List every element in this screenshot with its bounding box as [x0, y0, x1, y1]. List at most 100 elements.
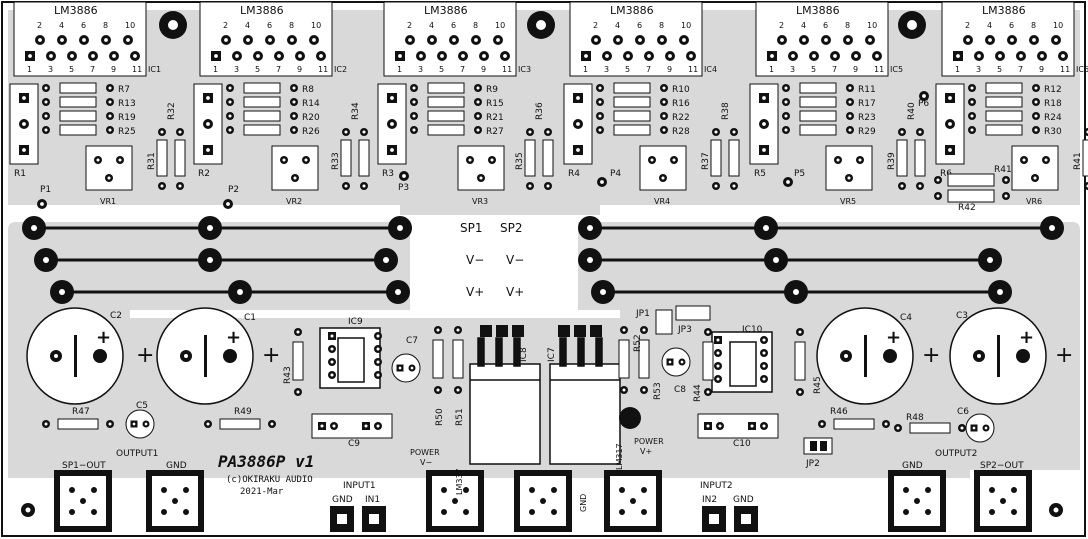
label-r53: R53: [653, 382, 663, 400]
terminal-connector-5: [604, 470, 662, 532]
rail-pad-hole: [793, 289, 799, 295]
lm3886-chip-label: LM3886: [610, 4, 654, 17]
terminal-pin: [619, 509, 625, 515]
rail-label-vminus-left: V−: [466, 253, 484, 267]
lm3886-pin-pad-hole: [235, 54, 239, 58]
vertical-resistor-label: R31: [147, 152, 157, 170]
resistor-body: [799, 96, 837, 108]
resistor-body-vertical: [702, 341, 714, 381]
resistor-pad-hole: [848, 128, 852, 132]
lm3886-pin-pad-hole: [268, 38, 272, 42]
c1-polarity: +: [226, 327, 241, 348]
vertical-resistor-body: [174, 139, 186, 177]
lm3886-pin-pad-hole: [277, 54, 281, 58]
trimmer-label-r3: R3: [382, 169, 394, 179]
label-ic8: IC8: [519, 347, 529, 362]
resistor-pad-hole: [784, 114, 788, 118]
lm3886-pin-label: 3: [604, 65, 609, 74]
lm3886-pin-pad-hole: [104, 38, 108, 42]
rail-pad-hole: [1049, 225, 1055, 231]
lm3886-pin-pad-hole: [398, 54, 402, 58]
terminal-pin: [1000, 498, 1006, 504]
lm3886-pin-pad-hole: [780, 38, 784, 42]
lm3886-pin-pad-hole: [126, 38, 130, 42]
lm3886-pin-label: 3: [976, 65, 981, 74]
lm3886-pin-label: 5: [255, 65, 260, 74]
resistor-pad-hole: [44, 422, 48, 426]
small-capacitor-body: [125, 409, 155, 439]
lm3886-pin-pad-hole: [452, 38, 456, 42]
lm3886-pin-pad-hole: [966, 38, 970, 42]
lm3886-pin-pad-hole: [70, 54, 74, 58]
lm3886-pin-label: 8: [289, 21, 294, 30]
resistor-pad-hole: [292, 86, 296, 90]
label-p6: P6: [918, 99, 929, 109]
lm3886-pin-pad-hole: [833, 54, 837, 58]
terminal-pin: [529, 509, 535, 515]
lm3886-pin-pad-hole: [846, 38, 850, 42]
trimmer-pad-hole: [206, 122, 210, 126]
resistor-pad-hole: [706, 330, 710, 334]
lm3886-pin-label: 5: [811, 65, 816, 74]
film-capacitor-pad-hole: [718, 424, 722, 428]
resistor-body: [799, 110, 837, 122]
terminal-pin: [463, 487, 469, 493]
lm3886-pin-pad-hole: [1032, 38, 1036, 42]
resistor-label-r25: R25: [118, 127, 136, 137]
terminal-pin: [914, 498, 920, 504]
resistor-label-r24: R24: [1044, 113, 1062, 123]
resistor-bank-6: R12R18R24R30R6R41R42: [935, 82, 1088, 190]
lm3886-pin-label: 1: [955, 65, 960, 74]
resistor-body: [243, 124, 281, 136]
resistor-pad-hole: [436, 328, 440, 332]
label-jp2: JP2: [805, 459, 820, 469]
potentiometer-body: [85, 145, 133, 191]
resistor-label-r13: R13: [118, 99, 136, 109]
vertical-resistor-label: R38: [721, 102, 731, 120]
resistor-pad-hole: [714, 184, 718, 188]
resistor-body-vertical: [794, 341, 806, 381]
opamp-pin-hole: [716, 364, 720, 368]
resistor-pad-hole: [160, 184, 164, 188]
label-r47: R47: [72, 407, 90, 417]
film-capacitor-pad-hole: [376, 424, 380, 428]
terminal-pin: [69, 509, 75, 515]
resistor-body: [985, 124, 1023, 136]
resistor-body-r46: [833, 418, 875, 430]
potentiometer-vr6: VR6: [1011, 145, 1059, 206]
potentiometer-body: [1011, 145, 1059, 191]
lm3886-pin-pad-hole: [461, 54, 465, 58]
amp-ic-label: IC5: [890, 65, 903, 74]
amp-ic-label: IC1: [148, 65, 161, 74]
test-point-p2-hole: [226, 202, 230, 206]
lm3886-pin-pad-hole: [616, 38, 620, 42]
lm3886-pin-label: 8: [845, 21, 850, 30]
resistor-pad-hole: [1004, 194, 1008, 198]
trimmer-label-r5: R5: [754, 169, 766, 179]
terminal-connector-1: [54, 470, 112, 532]
potentiometer-vr4: VR4: [639, 145, 687, 206]
resistor-body: [427, 124, 465, 136]
resistor-pad-hole: [970, 100, 974, 104]
regulator-lm317-body: [549, 363, 621, 465]
lm3886-pin-label: 5: [69, 65, 74, 74]
rail-pad-hole: [207, 225, 213, 231]
silkscreen-labels: PA3886P v1 (c)OKIRAKU AUDIO 2021-Mar SP1…: [40, 99, 1024, 512]
resistor-pad-hole: [598, 128, 602, 132]
label-power-vminus-2: V−: [420, 458, 432, 467]
potentiometer-pad-hole: [847, 176, 851, 180]
lm3886-pin-label: 6: [451, 21, 456, 30]
label-r50: R50: [435, 408, 445, 426]
terminal-pin: [91, 487, 97, 493]
label-lm337: LM337: [455, 468, 464, 495]
board-date: 2021-Mar: [240, 487, 284, 497]
terminal-pin: [441, 509, 447, 515]
resistor-pad-hole: [362, 130, 366, 134]
potentiometer-pad-hole: [118, 158, 122, 162]
lm3886-chip-label: LM3886: [240, 4, 284, 17]
lm3886-pin-label: 2: [965, 21, 970, 30]
resistor-pad-hole: [970, 86, 974, 90]
